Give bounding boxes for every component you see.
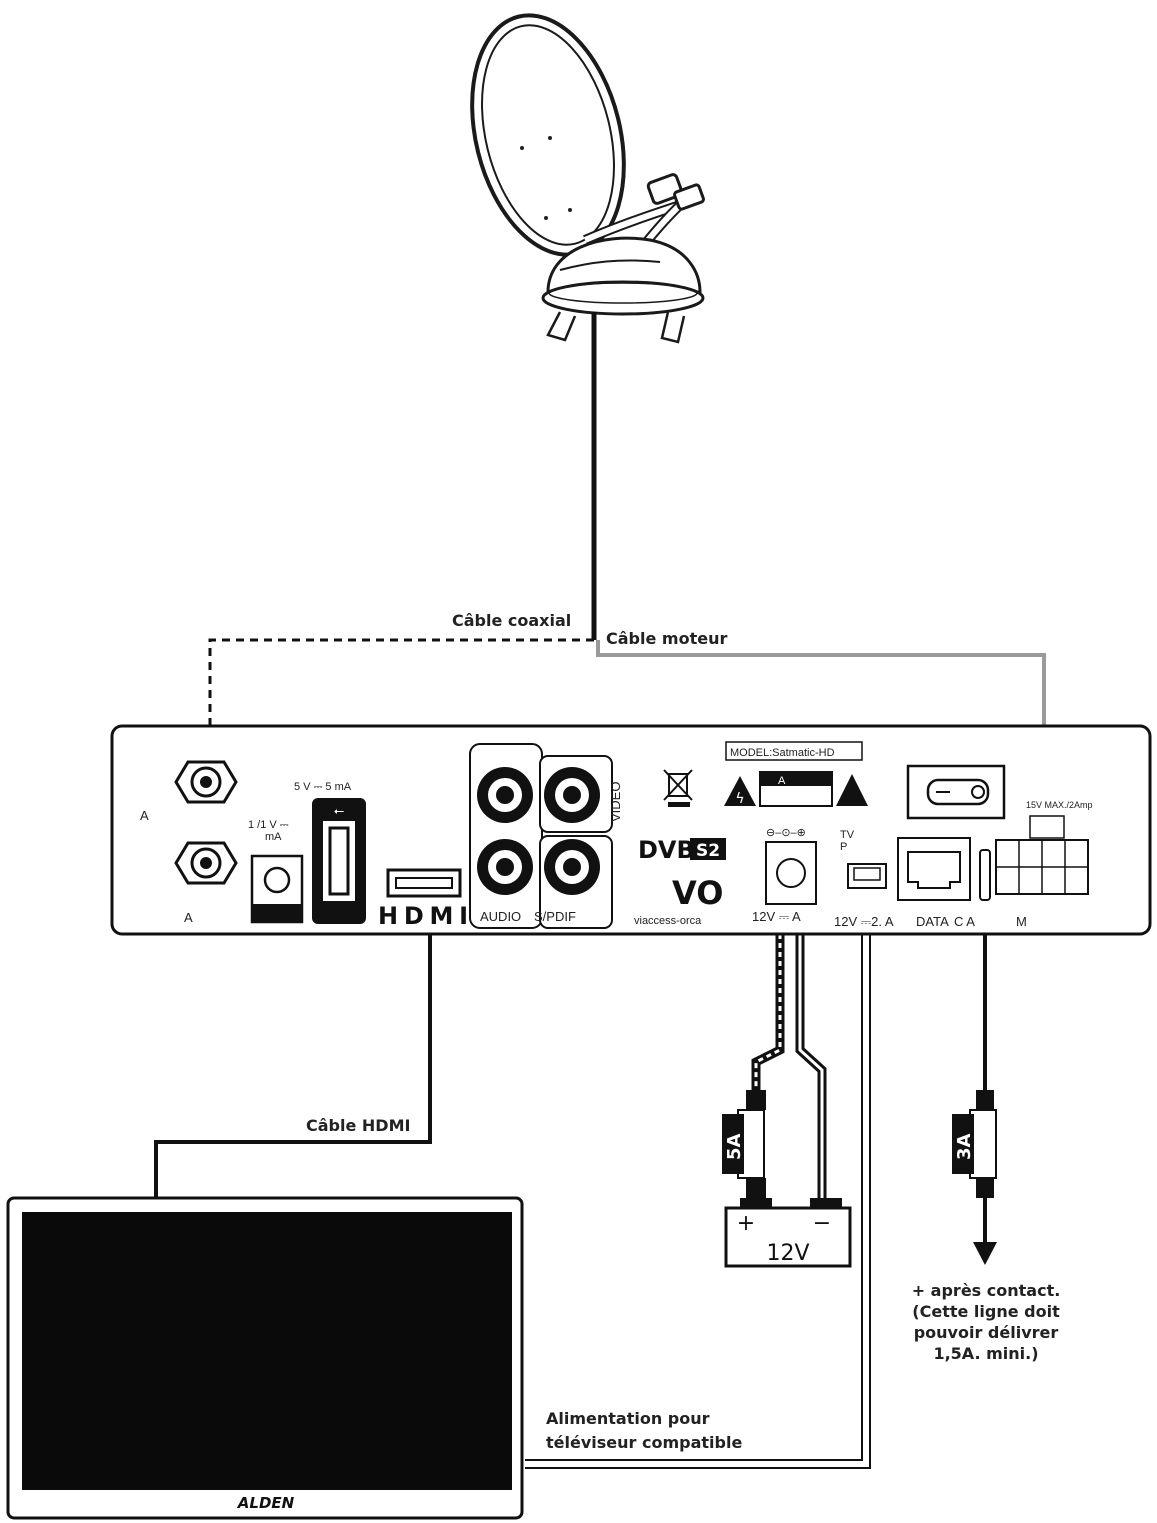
car-label: C A	[954, 914, 975, 929]
lnb-out-label: A	[184, 910, 193, 925]
tv-screen	[22, 1212, 512, 1490]
ignition-fuse-label: 3A	[954, 1133, 975, 1160]
ignition-label-1: + après contact.	[912, 1281, 1061, 1300]
caution-icon	[836, 774, 868, 806]
lnb-in-connector	[174, 760, 238, 804]
ignition-label-2: (Cette ligne doit	[912, 1302, 1060, 1321]
power-in-2-label: 12V ⎓2. A	[834, 914, 894, 929]
tv-out-mark-1: TV	[840, 829, 855, 841]
audio-label: AUDIO	[480, 909, 521, 924]
battery-plus: +	[737, 1211, 755, 1236]
satellite-dish	[470, 13, 705, 344]
coax-cable-label: Câble coaxial	[452, 611, 571, 630]
tv-power-cable-a	[525, 880, 863, 1461]
dvb-logo: DVB	[638, 836, 695, 864]
video-label: VIDEO	[608, 782, 623, 822]
usb-rating: 5 V ⎓ 5 mA	[294, 781, 352, 793]
model-label: MODEL:Satmatic-HD	[730, 747, 835, 759]
rca-spdif	[544, 839, 600, 895]
hdmi-cable	[154, 880, 432, 1198]
rca-video	[544, 767, 600, 823]
television: ALDEN	[6, 1196, 524, 1520]
hdmi-logo: HDMI	[378, 902, 468, 930]
battery-label: 12V	[766, 1241, 809, 1266]
usb-icon: ⭠	[334, 804, 344, 819]
motor-cable-label: Câble moteur	[606, 629, 727, 648]
ignition-fuse: 3A	[952, 1090, 997, 1198]
tv-power-label-1: Alimentation pour	[546, 1409, 710, 1428]
hdmi-cable-label: Câble HDMI	[306, 1116, 410, 1135]
tv-brand: ALDEN	[237, 1494, 295, 1512]
car-port	[979, 849, 991, 901]
rca-audio-l	[477, 767, 533, 823]
tv-out-mark-2: P	[840, 841, 847, 853]
receiver-back-panel: A A 1 /1 V ⎓ mA 5 V ⎓ 5 mA ⭠ HDMI	[110, 724, 1152, 936]
vo-text: viaccess-orca	[634, 915, 702, 927]
lnb-out-connector	[174, 841, 238, 885]
motor-rating: 15V MAX./2Amp	[1026, 800, 1093, 810]
polarity-marks: ⊖–⊙–⊕	[766, 827, 806, 839]
svg-text:ϟ: ϟ	[735, 791, 744, 807]
s2-logo: S2	[696, 841, 720, 861]
weee-bin-icon	[663, 769, 693, 807]
battery: + − 12V	[724, 1198, 852, 1268]
motor-label: M	[1016, 914, 1027, 929]
tv-power-label-2: téléviseur compatible	[546, 1433, 742, 1452]
ignition-label-4: 1,5A. mini.)	[933, 1344, 1038, 1363]
dc-rating-2: mA	[265, 831, 282, 843]
shock-warning-icon	[724, 776, 756, 806]
lnb-in-label: A	[140, 808, 149, 823]
dc-rating-1: 1 /1 V ⎓	[248, 819, 289, 831]
ignition-arrow	[973, 1242, 997, 1265]
vo-logo: VO	[672, 874, 723, 912]
warning-text: A	[778, 775, 786, 787]
battery-fuse-label: 5A	[724, 1133, 745, 1160]
power-in-1-label: 12V ⎓ A	[752, 909, 801, 924]
spdif-label: S/PDIF	[534, 909, 576, 924]
battery-fuse: 5A	[722, 1090, 766, 1198]
tv-power-cable-b	[525, 880, 871, 1469]
rca-audio-r	[477, 839, 533, 895]
ignition-label-3: pouvoir délivrer	[914, 1323, 1059, 1342]
coax-cable	[208, 638, 594, 760]
data-label: DATA	[916, 914, 949, 929]
battery-minus: −	[813, 1211, 831, 1236]
